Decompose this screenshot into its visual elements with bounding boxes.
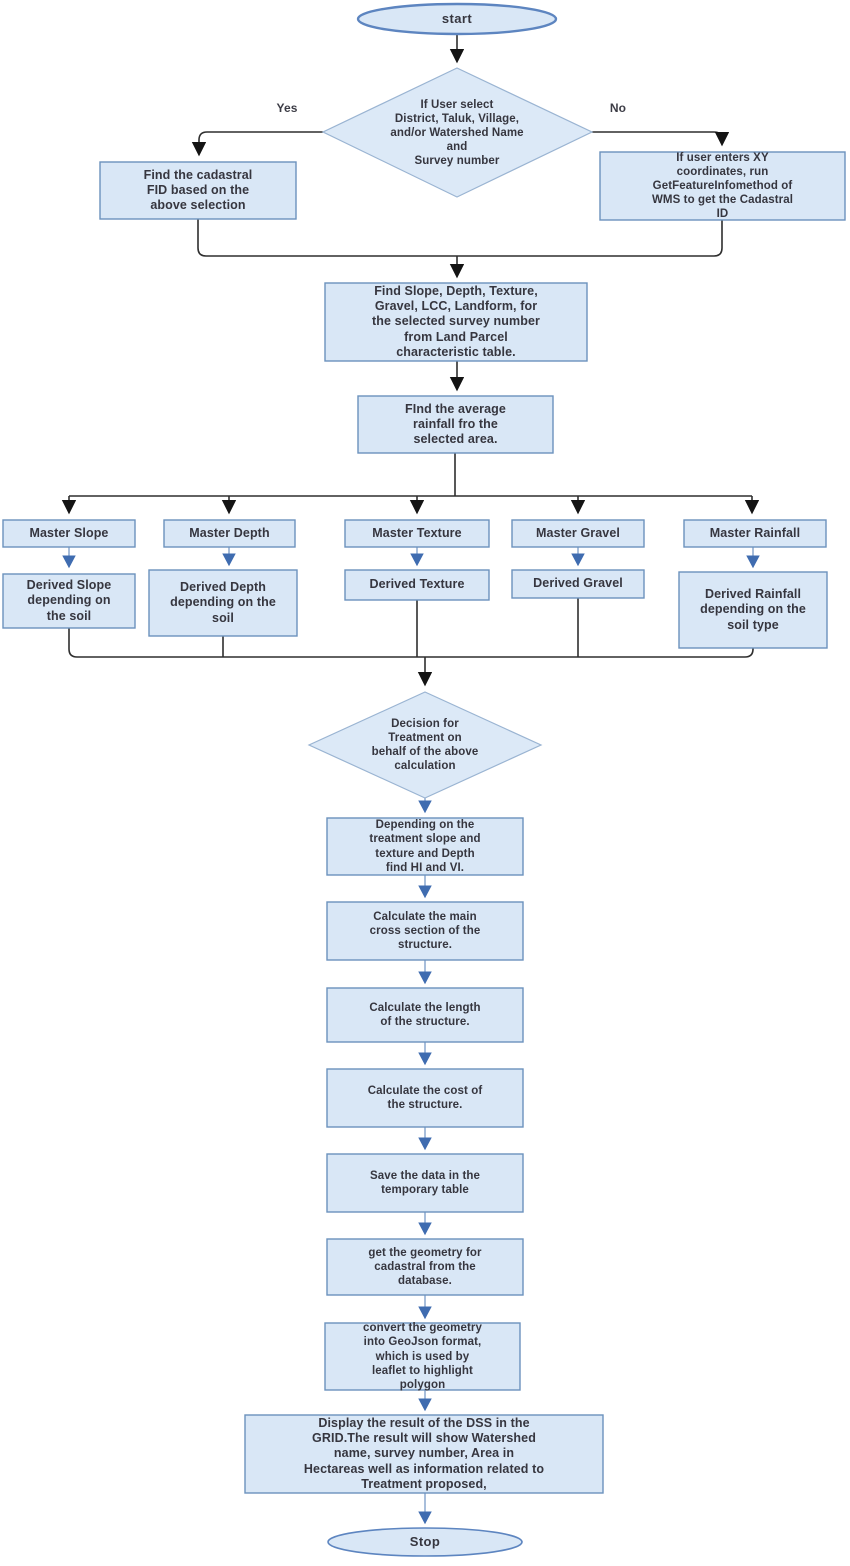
master-depth-label: Master Depth [189, 525, 270, 540]
xy-coordinates-label: If user enters XY coordinates, run GetFe… [651, 151, 794, 221]
master-slope-label: Master Slope [29, 525, 109, 540]
edge-no-branch [592, 131, 730, 147]
convert-geojson-shape [324, 1322, 521, 1391]
no-edge-label: No [609, 100, 627, 115]
find-cadastral-fid-label: Find the cadastral FID based on the abov… [143, 167, 253, 213]
treatment-decision-shape [307, 691, 543, 799]
blue-connectors [62, 547, 760, 1525]
calc-cost-label: Calculate the cost of the structure. [367, 1084, 483, 1111]
calc-cross-section-shape [326, 901, 524, 961]
user-select-decision-label: If User select District, Taluk, Village,… [390, 98, 524, 168]
derived-slope-label: Derived Slope depending on the soil [26, 578, 112, 623]
derived-texture-label: Derived Texture [369, 577, 465, 592]
master-texture-shape [344, 519, 490, 548]
treatment-decision-label: Decision for Treatment on behalf of the … [371, 717, 479, 773]
find-characteristics-shape [324, 282, 588, 362]
display-result-shape [244, 1414, 604, 1494]
find-cadastral-fid-shape [99, 161, 297, 220]
derived-rainfall-shape [678, 571, 828, 649]
get-geometry-shape [326, 1238, 524, 1296]
stop-label: Stop [409, 1534, 441, 1550]
save-data-shape [326, 1153, 524, 1213]
master-slope-shape [2, 519, 136, 548]
edge-derived-merge-bus [68, 628, 754, 658]
calc-cost-shape [326, 1068, 524, 1128]
get-geometry-label: get the geometry for cadastral from the … [368, 1246, 482, 1287]
yes-edge-label: Yes [276, 100, 298, 115]
find-average-rainfall-label: FInd the average rainfall fro the select… [405, 401, 506, 447]
calc-length-label: Calculate the length of the structure. [369, 1001, 481, 1028]
find-hi-vi-shape [326, 817, 524, 876]
black-connectors [61, 34, 760, 687]
stop-terminator-shape [327, 1527, 523, 1557]
master-texture-label: Master Texture [372, 525, 462, 540]
master-gravel-shape [511, 519, 645, 548]
find-average-rainfall-shape [357, 395, 554, 454]
display-result-label: Display the result of the DSS in the GRI… [303, 1415, 545, 1491]
find-hi-vi-label: Depending on the treatment slope and tex… [369, 819, 481, 874]
calc-cross-section-label: Calculate the main cross section of the … [369, 910, 481, 951]
derived-gravel-shape [511, 569, 645, 599]
derived-gravel-label: Derived Gravel [533, 576, 623, 591]
save-data-label: Save the data in the temporary table [369, 1169, 480, 1196]
master-depth-shape [163, 519, 296, 548]
xy-coordinates-shape [599, 151, 846, 221]
start-terminator-shape [356, 2, 558, 36]
calc-length-shape [326, 987, 524, 1043]
user-select-decision-shape [321, 67, 594, 198]
master-rainfall-label: Master Rainfall [709, 525, 801, 540]
edge-yes-branch [191, 131, 323, 157]
start-label: start [441, 11, 473, 27]
derived-depth-label: Derived Depth depending on the soil [170, 580, 276, 625]
master-gravel-label: Master Gravel [536, 525, 620, 540]
derived-slope-shape [2, 573, 136, 629]
derived-rainfall-label: Derived Rainfall depending on the soil t… [700, 587, 806, 632]
derived-depth-shape [148, 569, 298, 637]
convert-geojson-label: convert the geometry into GeoJson format… [363, 1322, 482, 1391]
edge-no-merge [457, 220, 723, 257]
edge-yes-merge [197, 219, 457, 257]
derived-texture-shape [344, 569, 490, 601]
find-characteristics-label: Find Slope, Depth, Texture, Gravel, LCC,… [372, 283, 540, 359]
master-rainfall-shape [683, 519, 827, 548]
